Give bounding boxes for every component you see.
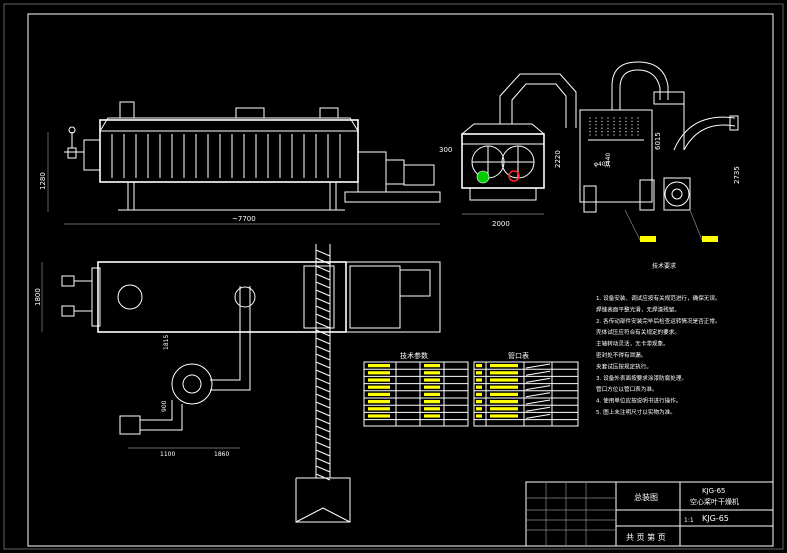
note-line: 夹套试压按规定执行。 — [596, 362, 652, 370]
dim-inlet-dia: φ400 — [594, 161, 610, 168]
dim-front-height: 2220 — [554, 150, 562, 168]
dim-front-mid: 3440 — [605, 153, 612, 168]
dim-plan-1860: 1860 — [214, 451, 229, 458]
dim-overall-length: ~7700 — [232, 215, 256, 223]
interface-title: 管口表 — [508, 351, 529, 360]
dim-front-width: 2000 — [492, 220, 510, 228]
interface-table: 管口表 — [473, 351, 579, 427]
note-line: 管口方位以管口表为准。 — [596, 385, 658, 393]
dim-cyclone-total: 6015 — [654, 132, 662, 150]
note-line: 密封处不得有泄漏。 — [596, 351, 646, 359]
tech-params-title: 技术参数 — [400, 351, 428, 360]
side-elevation-view: 1280 ~7700 — [39, 101, 441, 225]
scale: 1:1 — [684, 517, 694, 524]
cyclone-view: φ400 3440 2735 6015 — [579, 61, 741, 242]
plan-view: 1800 1815 900 1100 1860 — [34, 244, 441, 523]
note-line: 5. 图上未注明尺寸以实物为准。 — [596, 408, 676, 416]
machine-name: 空心桨叶干燥机 — [690, 497, 739, 506]
note-line: 焊缝表面平整光滑，无焊渣残留。 — [596, 305, 680, 313]
note-line: 3. 设备外表面按要求涂漆防腐处理。 — [596, 374, 687, 382]
note-line: 壳体试压应符合有关规定的要求。 — [596, 328, 680, 336]
drawing-frame — [27, 13, 774, 547]
note-line: 4. 使用单位应按说明书进行操作。 — [596, 397, 681, 405]
front-view: 2000 2220 300 — [439, 73, 577, 228]
callout-tag-b — [702, 236, 718, 242]
technical-notes: 技术要求 1. 设备安装、调试应按有关规范进行，确保无误。 焊缝表面平整光滑，无… — [596, 262, 721, 416]
note-line: 主轴转动灵活，无卡滞现象。 — [596, 340, 669, 348]
dim-cyclone-h: 2735 — [733, 166, 741, 184]
green-marker-icon — [476, 170, 490, 184]
model-top: KJG-65 — [702, 487, 726, 495]
sheets-label: 共 页 第 页 — [626, 532, 666, 542]
note-line: 1. 设备安装、调试应按有关规范进行，确保无误。 — [596, 294, 721, 302]
model-bottom: KJG-65 — [702, 514, 729, 523]
dim-height-left: 1280 — [39, 172, 47, 190]
callout-tag-a — [640, 236, 656, 242]
dim-plan-width: 1800 — [34, 288, 42, 306]
notes-title: 技术要求 — [652, 262, 676, 270]
title-block: KJG-65 空心桨叶干燥机 总装图 KJG-65 1:1 共 页 第 页 — [525, 481, 774, 547]
dim-plan-small: 1815 — [163, 335, 170, 350]
red-marker-icon — [508, 170, 520, 182]
general-assembly: 总装图 — [634, 492, 658, 502]
outer-border — [3, 3, 784, 550]
note-line: 2. 各传动部件安装完毕后检查运转情况是否正常。 — [596, 317, 721, 325]
dim-plan-1100: 1100 — [160, 451, 175, 458]
tech-params-table: 技术参数 — [363, 351, 469, 427]
dim-plan-900: 900 — [161, 400, 168, 412]
dim-front-small: 300 — [439, 146, 452, 154]
